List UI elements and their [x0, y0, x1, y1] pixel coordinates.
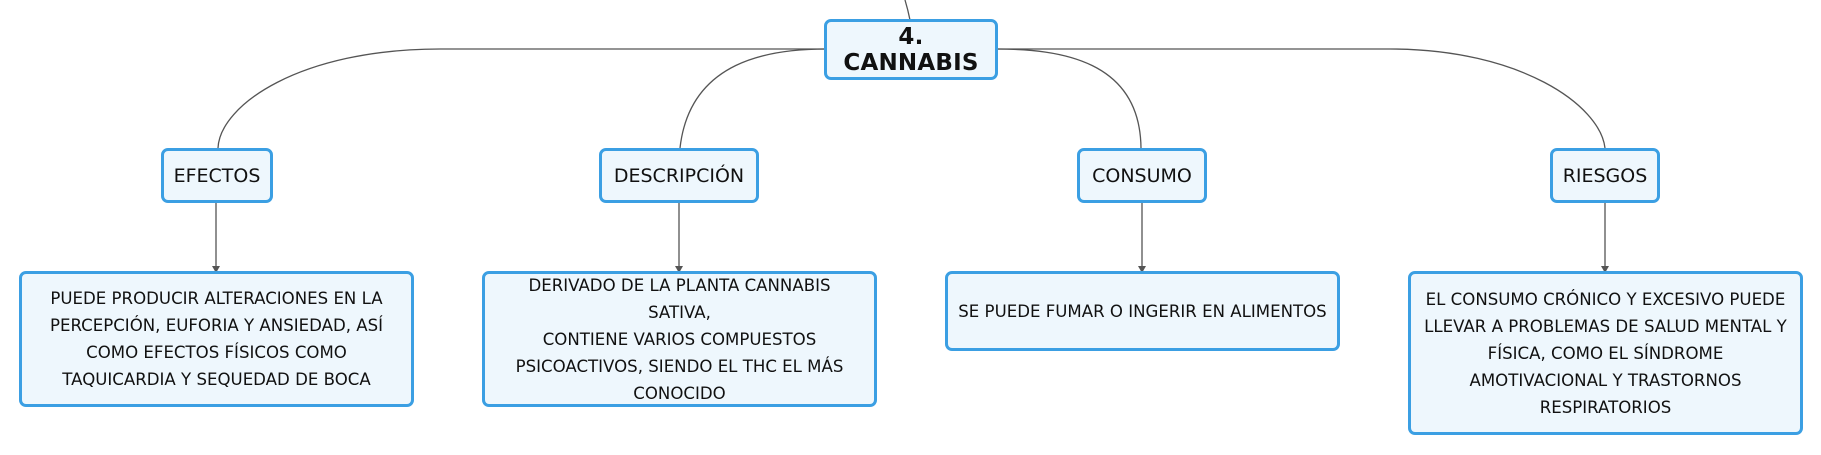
detail-node-riesgos[interactable]: EL CONSUMO CRÓNICO Y EXCESIVO PUEDE LLEV… — [1408, 271, 1803, 435]
arrowhead-consumo — [1138, 266, 1146, 273]
connector-root-to-efectos — [217, 48, 826, 149]
arrowhead-efectos — [212, 266, 220, 273]
detail-line: FÍSICA, COMO EL SÍNDROME — [1487, 343, 1724, 363]
branch-node-consumo[interactable]: CONSUMO — [1077, 148, 1207, 203]
detail-line: PERCEPCIÓN, EUFORIA Y ANSIEDAD, ASÍ — [49, 316, 384, 335]
branch-node-descripcion[interactable]: DESCRIPCIÓN — [599, 148, 759, 203]
detail-line: TAQUICARDIA Y SEQUEDAD DE BOCA — [62, 370, 371, 389]
detail-line: PSICOACTIVOS, SIENDO EL THC EL MÁS — [515, 356, 844, 376]
branch-node-efectos[interactable]: EFECTOS — [161, 148, 273, 203]
detail-node-text: EL CONSUMO CRÓNICO Y EXCESIVO PUEDE LLEV… — [1424, 286, 1787, 421]
detail-line: RESPIRATORIOS — [1539, 397, 1672, 417]
detail-node-text: PUEDE PRODUCIR ALTERACIONES EN LA PERCEP… — [50, 285, 383, 393]
detail-node-text: DERIVADO DE LA PLANTA CANNABIS SATIVA, C… — [495, 272, 864, 407]
detail-line: PUEDE PRODUCIR ALTERACIONES EN LA — [50, 289, 383, 308]
connector-root-to-riesgos — [996, 48, 1606, 149]
detail-line: AMOTIVACIONAL Y TRASTORNOS — [1469, 370, 1742, 390]
branch-node-riesgos[interactable]: RIESGOS — [1550, 148, 1660, 203]
branch-node-label: RIESGOS — [1562, 164, 1648, 187]
branch-node-label: CONSUMO — [1092, 164, 1192, 187]
detail-node-efectos[interactable]: PUEDE PRODUCIR ALTERACIONES EN LA PERCEP… — [19, 271, 414, 407]
branch-node-label: EFECTOS — [173, 164, 261, 187]
detail-line: EL CONSUMO CRÓNICO Y EXCESIVO PUEDE — [1425, 289, 1786, 309]
arrowhead-descripcion — [675, 266, 683, 273]
arrowhead-riesgos — [1601, 266, 1609, 273]
connector-root-to-consumo — [995, 48, 1142, 149]
detail-node-consumo[interactable]: SE PUEDE FUMAR O INGERIR EN ALIMENTOS — [945, 271, 1340, 351]
detail-line: DERIVADO DE LA PLANTA CANNABIS SATIVA, — [528, 275, 831, 322]
connector-root-to-descripcion — [679, 48, 827, 149]
detail-line: SE PUEDE FUMAR O INGERIR EN ALIMENTOS — [958, 301, 1327, 321]
detail-line: CONOCIDO — [633, 383, 726, 403]
detail-line: COMO EFECTOS FÍSICOS COMO — [86, 343, 347, 362]
branch-node-label: DESCRIPCIÓN — [613, 164, 745, 187]
detail-line: CONTIENE VARIOS COMPUESTOS — [542, 329, 817, 349]
detail-line: LLEVAR A PROBLEMAS DE SALUD MENTAL Y — [1424, 316, 1787, 336]
detail-node-descripcion[interactable]: DERIVADO DE LA PLANTA CANNABIS SATIVA, C… — [482, 271, 877, 407]
root-node[interactable]: 4. CANNABIS — [824, 19, 998, 80]
root-node-label: 4. CANNABIS — [843, 23, 979, 76]
detail-node-text: SE PUEDE FUMAR O INGERIR EN ALIMENTOS — [958, 298, 1326, 325]
connector-parent-to-root — [904, 0, 911, 21]
